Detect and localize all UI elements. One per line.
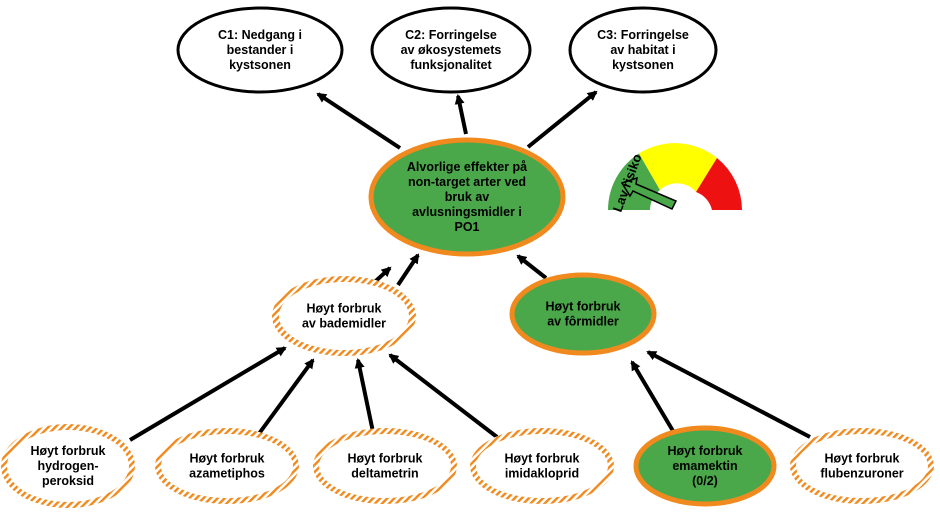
arrow-formidler-to-center (516, 254, 548, 280)
center-label-line: bruk av (445, 190, 490, 204)
arrow-hydrogenperoksid-to-bademidler (128, 346, 287, 442)
bademidler-label-line: Høyt forbruk (307, 302, 382, 316)
c2-label-line: av økosystemets (401, 43, 502, 57)
imidakloprid-label-line: Høyt forbruk (505, 452, 580, 466)
c2-label-line: C2: Forringelse (405, 28, 497, 42)
hydrogenperoksid-label-line: hydrogen- (37, 459, 98, 473)
center-label-line: PO1 (454, 220, 479, 234)
azametiphos-label-line: azametiphos (189, 467, 265, 481)
hydrogenperoksid-label-line: peroksid (42, 474, 94, 488)
azametiphos-label-line: Høyt forbruk (190, 452, 265, 466)
arrow-deltametrin-to-bademidler (354, 358, 375, 433)
gauge-segment-high (696, 158, 742, 210)
deltametrin-label-line: Høyt forbruk (348, 452, 423, 466)
emamektin-label-line: emamektin (672, 459, 737, 473)
arrow-center-to-c1 (316, 92, 402, 150)
emamektin-label-line: Høyt forbruk (668, 444, 743, 458)
arrow-azametiphos-to-bademidler (256, 358, 315, 437)
c2-label-line: funksjonalitet (410, 58, 492, 72)
deltametrin-label-line: deltametrin (351, 467, 418, 481)
formidler-label-line: Høyt forbruk (546, 300, 621, 314)
arrow-emamektin-to-formidler (630, 360, 678, 438)
gauge-segment-medium (639, 143, 717, 192)
c1-label-line: bestander i (227, 43, 294, 57)
arrow-center-to-c2 (454, 94, 468, 135)
center-label-line: avlusningsmidler i (412, 205, 522, 219)
c3-label-line: av habitat i (610, 43, 675, 57)
arrow-flubenzuroner-to-formidler (646, 350, 811, 439)
center-label-line: non-target arter ved (408, 175, 526, 189)
arrow-bademidler-to-center-2 (396, 253, 420, 287)
flubenzuroner-label-line: Høyt forbruk (825, 452, 900, 466)
arrows (128, 90, 811, 442)
center-label-line: Alvorlige effekter på (407, 160, 527, 174)
emamektin-label-line: (0/2) (692, 474, 718, 488)
risk-gauge: Lav risiko (608, 143, 742, 214)
imidakloprid-label-line: imidakloprid (505, 467, 579, 481)
c1-label-line: C1: Nedgang i (218, 28, 302, 42)
flubenzuroner-label-line: flubenzuroner (820, 467, 903, 481)
hydrogenperoksid-label-line: Høyt forbruk (31, 444, 106, 458)
c3-label-line: C3: Forringelse (597, 28, 689, 42)
gauge-needle-icon (620, 176, 678, 210)
c1-label-line: kystsonen (229, 58, 291, 72)
arrow-imidakloprid-to-bademidler (388, 353, 499, 439)
arrow-center-to-c3 (526, 90, 598, 149)
bademidler-label-line: av bademidler (302, 317, 386, 331)
c3-label-line: kystsonen (612, 58, 674, 72)
formidler-label-line: av fôrmidler (547, 315, 619, 329)
